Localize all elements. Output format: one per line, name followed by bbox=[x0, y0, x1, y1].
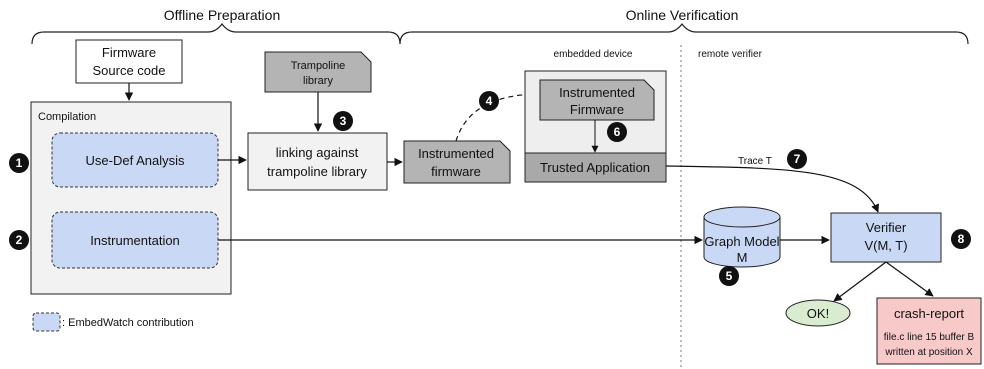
graph-model-cylinder-body bbox=[703, 217, 781, 268]
verifier-box bbox=[830, 212, 942, 263]
verifier-line1: Verifier bbox=[866, 220, 907, 235]
firmware-source-line1: Firmware bbox=[102, 45, 156, 60]
step-6-badge bbox=[607, 122, 627, 142]
step-3-badge bbox=[333, 111, 353, 131]
arrow-trace bbox=[665, 165, 880, 213]
firmware-source-line2: Source code bbox=[93, 63, 166, 78]
step-4-badge bbox=[479, 91, 499, 111]
graph-model-cylinder-top bbox=[703, 206, 781, 228]
trampoline-library-line2: library bbox=[303, 75, 333, 87]
legend-label: : EmbedWatch contribution bbox=[62, 317, 194, 329]
linking-box bbox=[247, 132, 388, 191]
step-7-badge bbox=[787, 149, 807, 169]
remote-verifier-label: remote verifier bbox=[698, 49, 763, 60]
online-brace bbox=[399, 23, 969, 45]
ok-label: OK! bbox=[807, 306, 829, 321]
linking-line2: trampoline library bbox=[267, 164, 367, 179]
online-verification-title: Online Verification bbox=[626, 7, 739, 23]
instrumentation-label: Instrumentation bbox=[90, 233, 180, 248]
graph-model-line1: Graph Model bbox=[704, 234, 779, 249]
offline-preparation-title: Offline Preparation bbox=[164, 7, 280, 23]
step-2-number: 2 bbox=[16, 233, 23, 247]
trusted-application-box bbox=[524, 152, 667, 183]
instrumented-firmware-doc bbox=[403, 140, 511, 184]
step-1-number: 1 bbox=[16, 156, 23, 170]
trace-label: Trace T bbox=[738, 156, 772, 167]
step-6-number: 6 bbox=[614, 125, 621, 139]
crash-report-title: crash-report bbox=[894, 306, 964, 321]
step-2-badge bbox=[9, 230, 29, 250]
device-firmware-line2: Firmware bbox=[570, 102, 624, 117]
trampoline-library-doc bbox=[264, 51, 372, 93]
crash-detail-line2: written at position X bbox=[884, 347, 973, 358]
graph-model-line2: M bbox=[737, 250, 748, 265]
step-3-number: 3 bbox=[340, 114, 347, 128]
linking-line1: linking against bbox=[276, 145, 359, 160]
ok-node bbox=[785, 299, 851, 327]
compilation-label: Compilation bbox=[38, 111, 96, 123]
step-1-badge bbox=[9, 153, 29, 173]
device-firmware-line1: Instrumented bbox=[559, 85, 635, 100]
trampoline-library-line1: Trampoline bbox=[291, 60, 346, 72]
step-8-number: 8 bbox=[958, 232, 965, 246]
firmware-source-box bbox=[75, 39, 183, 84]
step-7-number: 7 bbox=[794, 152, 801, 166]
arrow-verifier-to-crash bbox=[885, 261, 934, 297]
instrumented-firmware-line2: firmware bbox=[431, 164, 481, 179]
device-firmware-doc bbox=[539, 79, 655, 121]
step-4-number: 4 bbox=[486, 94, 493, 108]
step-5-number: 5 bbox=[726, 269, 733, 283]
use-def-analysis-label: Use-Def Analysis bbox=[86, 153, 185, 168]
trusted-application-label: Trusted Application bbox=[540, 160, 650, 175]
step-5-badge bbox=[719, 266, 739, 286]
arrow-verifier-to-ok bbox=[833, 261, 887, 302]
legend-swatch bbox=[32, 312, 61, 332]
verifier-line2: V(M, T) bbox=[864, 238, 907, 253]
instrumented-firmware-line1: Instrumented bbox=[418, 146, 494, 161]
step-8-badge bbox=[951, 229, 971, 249]
crash-report-box bbox=[876, 297, 982, 365]
offline-brace bbox=[31, 23, 401, 45]
embedded-device-label: embedded device bbox=[554, 49, 633, 60]
crash-detail-line1: file.c line 15 buffer B bbox=[884, 332, 975, 343]
